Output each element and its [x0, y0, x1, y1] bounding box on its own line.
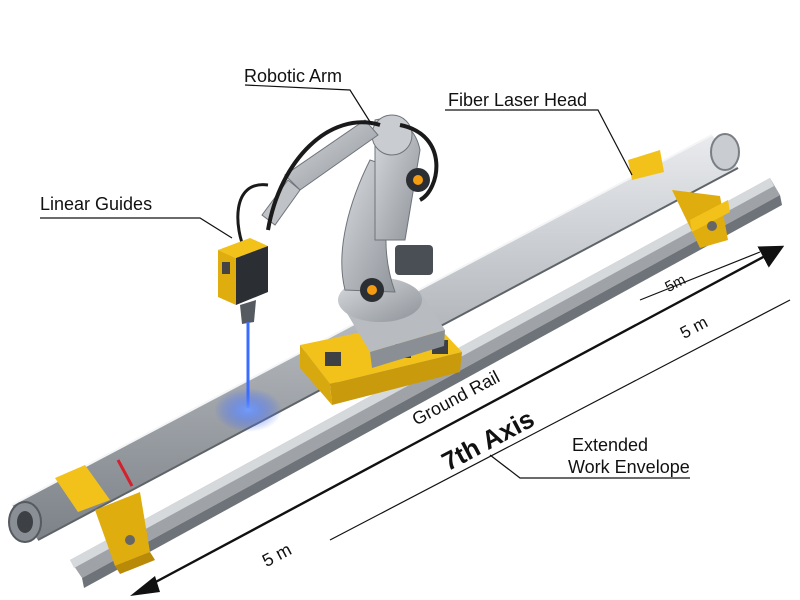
label-extended-line1: Extended [572, 435, 649, 455]
robotic-arm [236, 114, 439, 322]
label-linear-guides: Linear Guides [40, 194, 153, 214]
label-fiber-laser-head: Fiber Laser Head [448, 90, 588, 110]
leader-lines [40, 84, 690, 479]
label-robotic-arm: Robotic Arm [244, 66, 343, 86]
fiber-laser-head [218, 238, 268, 324]
rail-bracket-left [55, 465, 155, 574]
rail-bracket-right [628, 150, 730, 248]
dimension-arrows [130, 245, 791, 596]
carriage [300, 292, 462, 405]
arrow-tail-icon [130, 576, 160, 596]
ground-rail [70, 178, 782, 588]
label-extended-work-envelope: Extended Work Envelope [568, 434, 690, 478]
laser-beam [214, 322, 282, 432]
label-extended-line2: Work Envelope [568, 457, 690, 477]
